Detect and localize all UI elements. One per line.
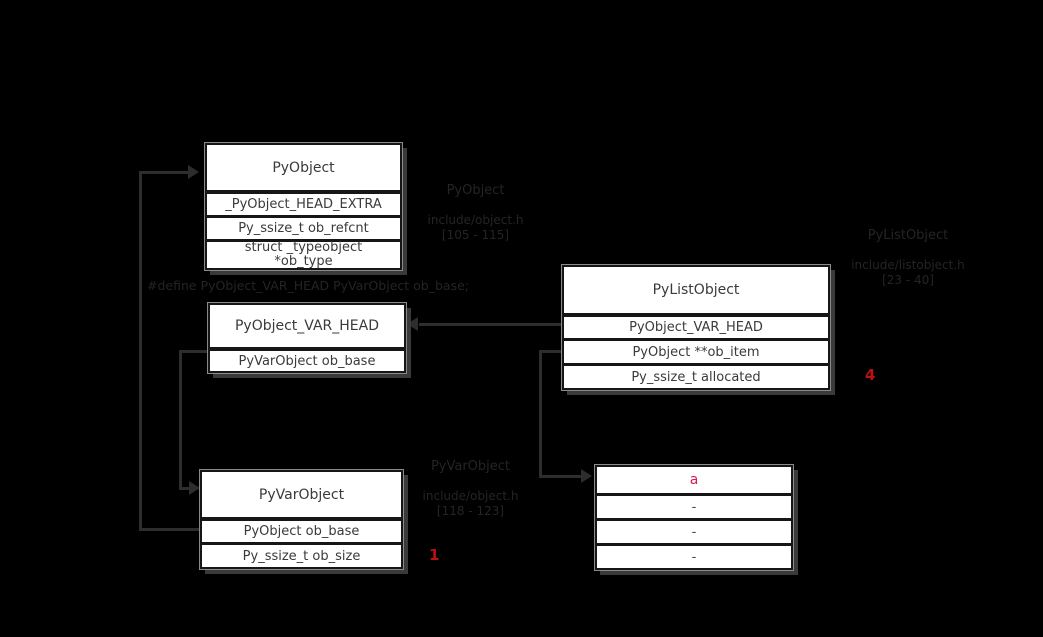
connector-varhead-to-pyvarobject-htop (179, 350, 208, 353)
arrow-head-icon (407, 317, 418, 331)
note-file: include/object.h (427, 213, 524, 228)
pyobject-var-head-box: PyObject_VAR_HEAD PyVarObject ob_base (207, 302, 407, 374)
list-value-cell: - (597, 493, 791, 518)
connector-obbase-to-pyobject-v (139, 171, 142, 531)
arrow-head-icon (189, 481, 200, 495)
connector-obbase-to-pyobject-hbot (139, 528, 200, 531)
note-lines: [23 - 40] (882, 273, 934, 288)
connector-obitem-to-values-htop (539, 350, 562, 353)
list-value-cell: - (597, 518, 791, 543)
pyobject-row-head-extra: _PyObject_HEAD_EXTRA (207, 190, 400, 215)
pyobject-box-title: PyObject (272, 159, 335, 176)
note-file: include/listobject.h (851, 258, 965, 273)
pylistobject-box-title: PyListObject (652, 282, 740, 298)
connector-obitem-to-values-hbot (539, 475, 583, 478)
define-macro-note: #define PyObject_VAR_HEAD PyVarObject ob… (147, 278, 469, 293)
pyobject-row-obtype: struct _typeobject *ob_type (207, 239, 400, 269)
note-lines: [118 - 123] (436, 504, 505, 519)
list-value-cell: - (597, 543, 791, 568)
pylistobject-box: PyListObject PyObject_VAR_HEAD PyObject … (561, 264, 831, 391)
pylistobject-row-obitem: PyObject **ob_item (564, 338, 828, 363)
pylistobject-row-varhead: PyObject_VAR_HEAD (564, 313, 828, 338)
varhead-row-obbase: PyVarObject ob_base (210, 347, 404, 371)
pylistobject-row-allocated: Py_ssize_t allocated (564, 363, 828, 388)
connector-obitem-to-values-v (539, 350, 542, 478)
note-title: PyVarObject (430, 459, 511, 474)
connector-obbase-to-pyobject-htop (139, 171, 189, 174)
connector-varhead-to-pyvarobject-v (179, 350, 182, 490)
note-title: PyListObject (867, 228, 949, 243)
obsize-value-marker: 1 (429, 546, 440, 564)
pyobject-row-refcnt: Py_ssize_t ob_refcnt (207, 215, 400, 239)
list-values-table: a - - - (594, 464, 794, 571)
arrow-head-icon (581, 469, 592, 483)
pyvarobject-row-obsize: Py_ssize_t ob_size (202, 542, 401, 567)
pyvarobject-box-title: PyVarObject (258, 486, 345, 503)
pyvarobject-box: PyVarObject PyObject ob_base Py_ssize_t … (199, 469, 404, 570)
list-value-cell: a (689, 472, 699, 488)
connector-list-to-varhead (419, 323, 562, 326)
pyobject-box: PyObject _PyObject_HEAD_EXTRA Py_ssize_t… (204, 142, 403, 271)
connector-varhead-to-pyvarobject-hbot (179, 487, 191, 490)
note-lines: [105 - 115] (441, 228, 510, 243)
note-title: PyObject (446, 183, 505, 198)
allocated-value-marker: 4 (865, 366, 876, 384)
arrow-head-icon (188, 165, 199, 179)
note-file: include/object.h (422, 489, 519, 504)
pyvarobject-source-note: PyVarObject include/object.h [118 - 123] (413, 459, 528, 519)
pyvarobject-row-obbase: PyObject ob_base (202, 517, 401, 542)
pyobject-var-head-box-title: PyObject_VAR_HEAD (234, 318, 380, 334)
pyobject-source-note: PyObject include/object.h [105 - 115] (418, 183, 533, 243)
pylistobject-source-note: PyListObject include/listobject.h [23 - … (843, 228, 973, 288)
